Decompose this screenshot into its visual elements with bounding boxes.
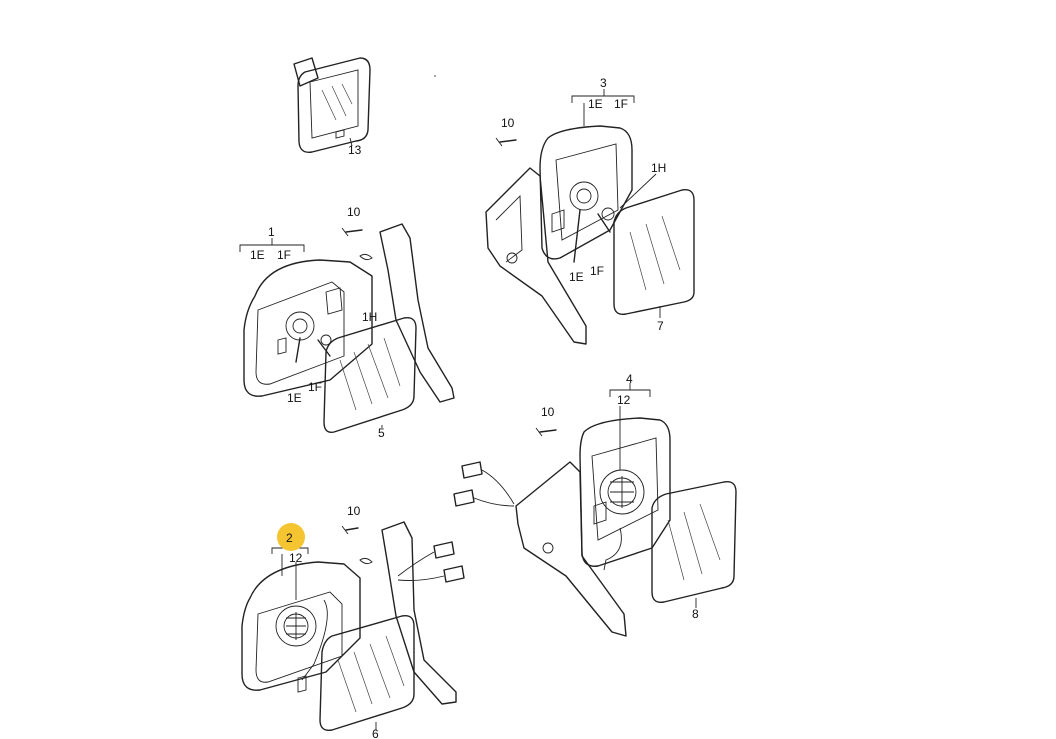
label-10-b: 10 — [501, 116, 515, 130]
label-2: 2 — [286, 531, 293, 545]
label-1f-bottom-3: 1F — [590, 264, 604, 278]
label-1e-bottom-3: 1E — [569, 270, 584, 284]
label-12-b: 12 — [289, 551, 303, 565]
label-10-d: 10 — [347, 504, 361, 518]
mirror-assembly-2 — [241, 521, 465, 731]
speck — [434, 75, 436, 77]
label-7: 7 — [657, 319, 664, 333]
label-3: 3 — [600, 76, 607, 90]
label-1h-a: 1H — [362, 310, 377, 324]
label-1e-top-1: 1E — [250, 248, 265, 262]
label-1f-bottom-1: 1F — [308, 380, 322, 394]
label-1e-bottom-1: 1E — [287, 391, 302, 405]
label-4: 4 — [626, 372, 633, 386]
mirror-assembly-4 — [453, 383, 737, 637]
label-5: 5 — [378, 426, 385, 440]
label-10-a: 10 — [347, 205, 361, 219]
interior-mirror — [293, 57, 371, 153]
label-12-a: 12 — [617, 393, 631, 407]
label-1e-top-3: 1E — [588, 97, 603, 111]
label-1f-top-3: 1F — [614, 97, 628, 111]
label-1h-b: 1H — [651, 161, 666, 175]
label-13: 13 — [348, 143, 362, 157]
label-1: 1 — [268, 225, 275, 239]
label-6: 6 — [372, 727, 379, 739]
label-1f-top-1: 1F — [277, 248, 291, 262]
highlight-badge[interactable] — [277, 523, 305, 551]
mirror-assembly-3 — [485, 89, 695, 345]
label-8: 8 — [692, 607, 699, 621]
label-10-c: 10 — [541, 405, 555, 419]
mirror-assembly-1 — [239, 223, 455, 433]
